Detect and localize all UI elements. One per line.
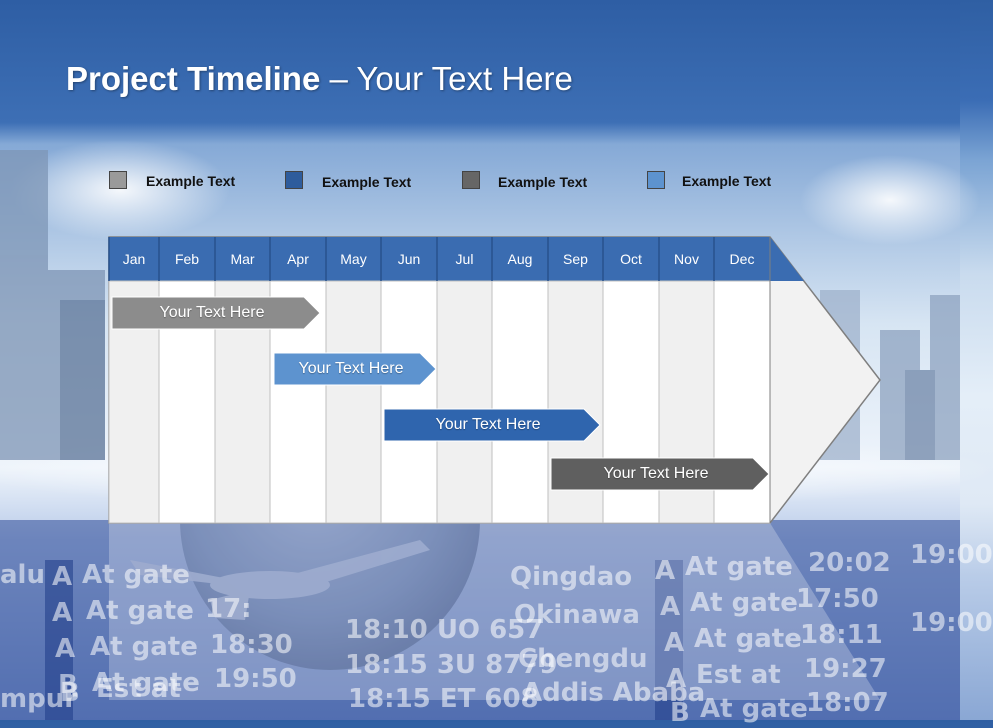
board-text: 18:15 ET 608: [348, 684, 539, 714]
board-text: At gate: [685, 552, 793, 582]
board-text: 18:10 UO 657: [345, 615, 543, 645]
board-text: Est at: [696, 660, 781, 690]
board-text: At gate: [690, 588, 798, 618]
month-column: [436, 280, 493, 524]
timeline-bar-label: Your Text Here: [298, 360, 404, 377]
legend-label: Example Text: [322, 174, 412, 190]
timeline-bar-label: Your Text Here: [603, 465, 709, 482]
month-label-jan: Jan: [122, 251, 146, 267]
board-text: mpur: [0, 684, 78, 714]
timeline-bar: [383, 408, 601, 442]
legend-label: Example Text: [682, 173, 772, 189]
legend-swatch: [285, 171, 303, 189]
month-label-apr: Apr: [287, 251, 309, 267]
timeline-reflection: [109, 523, 880, 700]
timeline-bar-label: Your Text Here: [159, 304, 265, 321]
board-text: A: [660, 592, 680, 622]
month-label-nov: Nov: [674, 251, 699, 267]
board-text: 19:00: [910, 608, 993, 638]
board-text: At gate: [90, 632, 198, 662]
board-text: 18:30: [210, 630, 293, 660]
board-text: 19:50: [214, 664, 297, 694]
board-text: 20:02: [808, 548, 891, 578]
month-label-may: May: [340, 251, 367, 267]
timeline-chart: [108, 236, 881, 700]
board-text: At gate: [92, 668, 200, 698]
board-text: B: [670, 698, 690, 728]
board-text: 18:11: [800, 620, 883, 650]
title-rest: – Your Text Here: [320, 60, 573, 97]
month-column: [380, 280, 438, 524]
timeline-bar-label: Your Text Here: [435, 416, 541, 433]
board-text: 18:15 3U 8779: [345, 650, 557, 680]
legend-swatch: [462, 171, 480, 189]
board-text: A: [55, 634, 76, 664]
month-label-sep: Sep: [563, 251, 588, 267]
board-text: At gate: [694, 624, 802, 654]
timeline-bar: [273, 352, 437, 386]
month-label-jun: Jun: [397, 251, 421, 267]
board-text: 17:: [205, 594, 252, 624]
board-text: A: [52, 562, 73, 592]
board-text: At gate: [82, 560, 190, 590]
timeline-header: [109, 237, 804, 281]
board-text: A: [52, 598, 73, 628]
month-label-oct: Oct: [620, 251, 642, 267]
board-text: 18:07: [806, 688, 889, 718]
board-text: A: [655, 556, 675, 586]
board-text: 19:27: [804, 654, 887, 684]
month-label-aug: Aug: [507, 251, 533, 267]
title-bold: Project Timeline: [66, 60, 321, 97]
month-column: [491, 280, 549, 524]
timeline-bar: [111, 296, 321, 330]
slide-title: Project Timeline – Your Text Here: [66, 60, 573, 98]
legend-swatch: [647, 171, 665, 189]
board-text: A: [666, 664, 686, 694]
board-text: alu: [0, 560, 45, 590]
board-text: B: [60, 678, 80, 708]
month-label-mar: Mar: [230, 251, 255, 267]
month-label-jul: Jul: [455, 251, 474, 267]
legend-label: Example Text: [146, 173, 236, 189]
board-text: At gate: [700, 694, 808, 724]
board-text: 19:00: [910, 540, 993, 570]
board-text: Chengdu: [518, 644, 647, 674]
legend-label: Example Text: [498, 174, 588, 190]
board-text: B: [58, 670, 78, 700]
board-text: Okinawa: [514, 600, 640, 630]
month-label-dec: Dec: [729, 251, 755, 267]
board-text: At gate: [86, 596, 194, 626]
board-text: 17:50: [796, 584, 879, 614]
board-text: Est at: [96, 674, 181, 704]
board-text: A: [664, 628, 684, 658]
board-text: Qingdao: [510, 562, 632, 592]
month-label-feb: Feb: [174, 251, 200, 267]
timeline-bar: [550, 457, 770, 491]
board-text: Addis Ababa: [522, 678, 705, 708]
legend-swatch: [109, 171, 127, 189]
month-column: [325, 280, 382, 524]
